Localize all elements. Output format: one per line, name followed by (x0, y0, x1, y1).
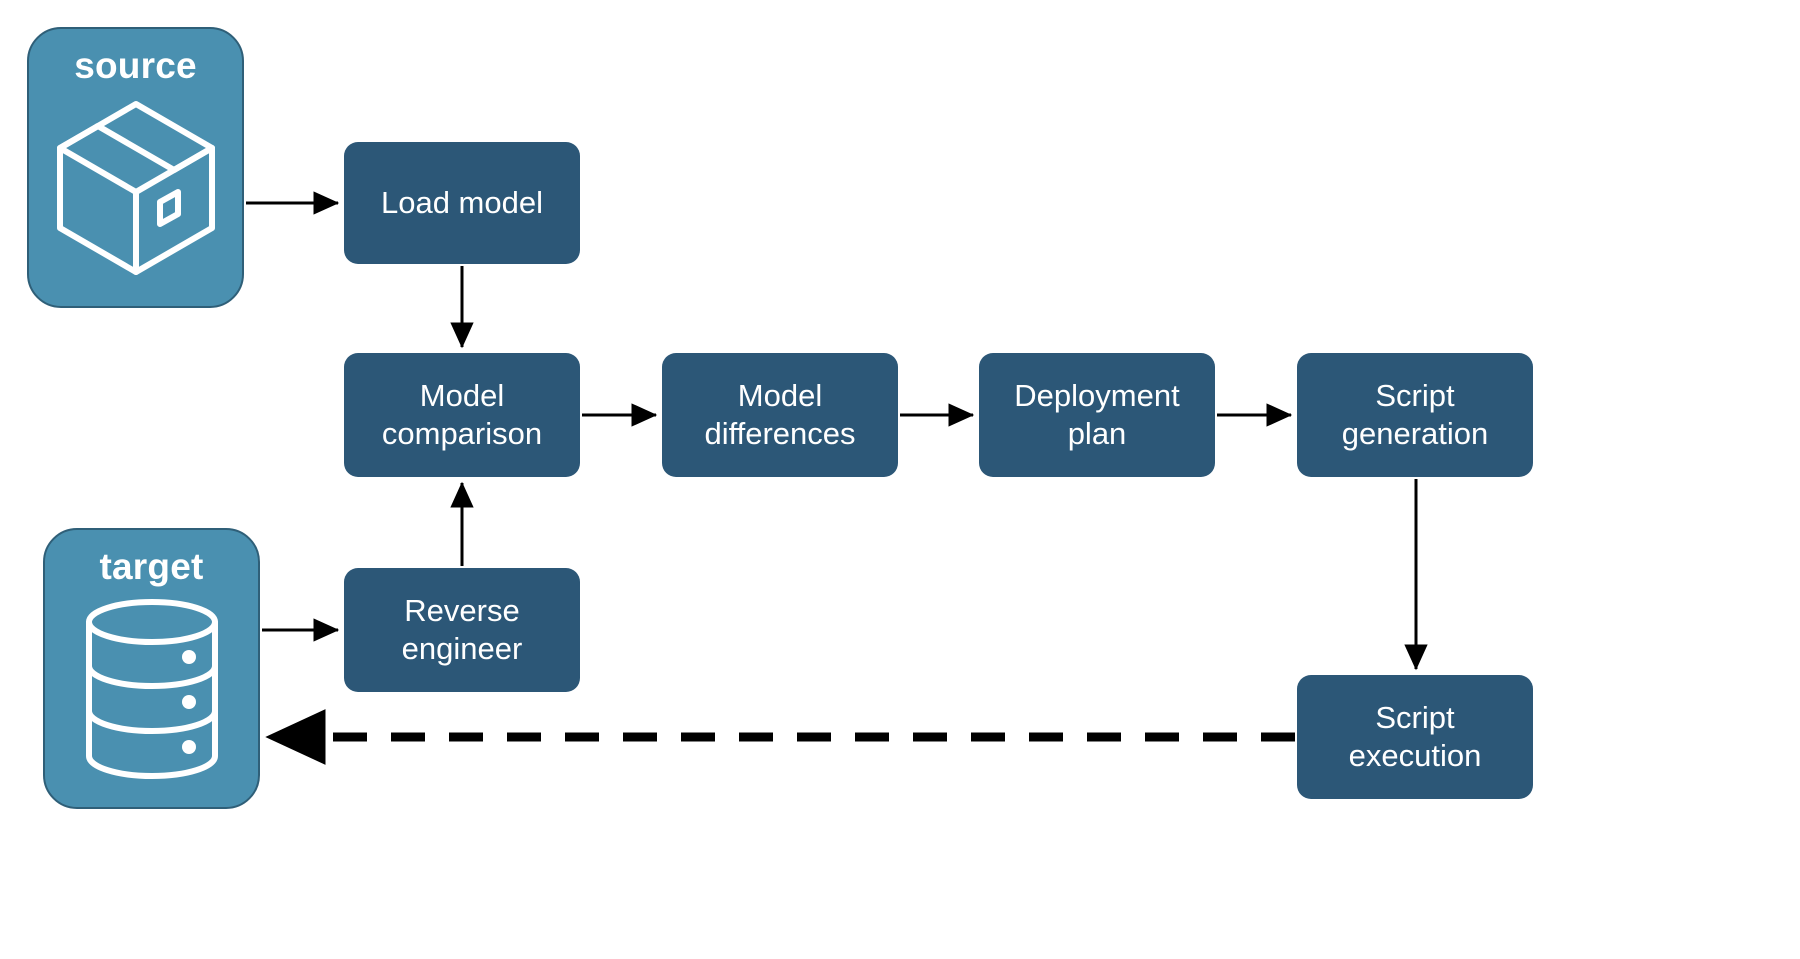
endpoint-source[interactable]: source (27, 27, 244, 308)
node-script-execution-line-2: execution (1348, 738, 1482, 773)
node-model-comparison-line-1: Model (419, 378, 505, 414)
node-reverse-engineer-line-1: Reverse (404, 593, 520, 629)
node-model-comparison[interactable]: Model comparison (344, 353, 580, 477)
node-model-differences-line-1: Model (737, 378, 823, 414)
node-deployment-plan-line-2: plan (1067, 416, 1127, 451)
node-script-execution[interactable]: Script execution (1297, 675, 1533, 799)
node-deployment-plan[interactable]: Deployment plan (979, 353, 1215, 477)
node-model-differences[interactable]: Model differences (662, 353, 898, 477)
node-reverse-engineer[interactable]: Reverse engineer (344, 568, 580, 692)
node-script-execution-line-1: Script (1375, 700, 1455, 736)
database-cylinder-icon (45, 585, 258, 793)
node-script-generation-line-2: generation (1341, 416, 1489, 451)
node-load-model-line-1: Load model (380, 185, 543, 221)
endpoint-target[interactable]: target (43, 528, 260, 809)
node-model-differences-line-2: differences (704, 416, 856, 451)
node-load-model[interactable]: Load model (344, 142, 580, 264)
node-deployment-plan-line-1: Deployment (1014, 378, 1180, 414)
package-box-icon (29, 84, 242, 292)
node-reverse-engineer-line-2: engineer (401, 631, 523, 666)
node-script-generation[interactable]: Script generation (1297, 353, 1533, 477)
node-script-generation-line-1: Script (1375, 378, 1455, 414)
node-model-comparison-line-2: comparison (381, 416, 543, 451)
endpoint-source-label: source (74, 45, 197, 86)
endpoint-target-label: target (99, 546, 204, 587)
